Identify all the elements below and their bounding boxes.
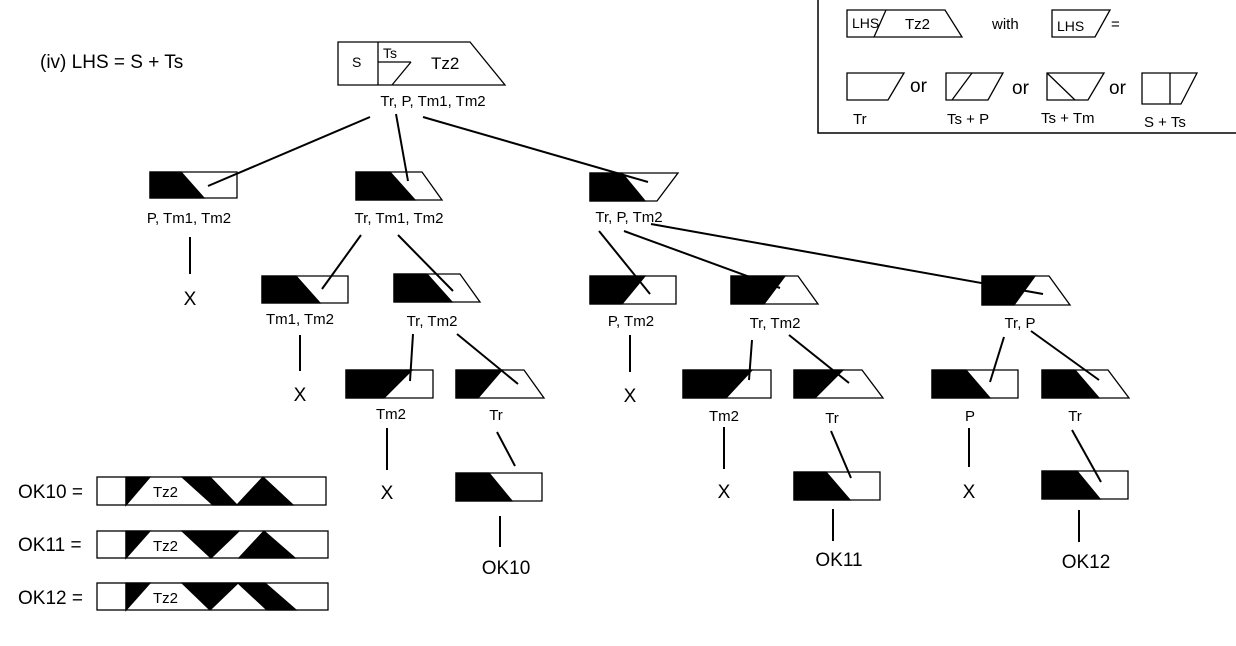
legend-or-2: or <box>1012 78 1030 99</box>
root-cell-tz2: Tz2 <box>431 54 459 73</box>
node-shape-n1 <box>149 171 238 199</box>
node-shape-n21 <box>261 275 349 304</box>
fail-mark-n321: X <box>718 482 731 503</box>
result-ok10: OK10 <box>482 558 531 579</box>
legend-s-ts-shape <box>1141 72 1199 105</box>
tree-edges <box>189 113 1102 547</box>
legend-option-tr: Tr <box>853 111 867 128</box>
node-shape-ok12 <box>1041 470 1129 500</box>
legend-lhs-shape <box>1051 9 1112 38</box>
node-shape-n332 <box>1041 369 1131 399</box>
definition-tz-ok12: Tz2 <box>153 590 178 607</box>
legend-or-1: or <box>910 76 928 97</box>
definition-label-ok11: OK11 = <box>18 535 82 556</box>
node-shape-n31 <box>589 275 677 305</box>
legend-ts-tm-shape <box>1046 72 1106 101</box>
node-shape-n22 <box>393 273 482 303</box>
legend-option-ts-tm: Ts + Tm <box>1041 110 1094 127</box>
fail-mark-n21: X <box>294 385 307 406</box>
node-label-n1: P, Tm1, Tm2 <box>147 210 231 227</box>
diagram-title: (iv) LHS = S + Ts <box>40 52 183 73</box>
definition-label-ok10: OK10 = <box>18 482 83 503</box>
node-label-n222: Tr <box>489 407 503 424</box>
node-shape-n32 <box>730 275 820 305</box>
node-label-n31: P, Tm2 <box>608 313 654 330</box>
legend-option-ts-p: Ts + P <box>947 111 989 128</box>
root-label: Tr, P, Tm1, Tm2 <box>380 93 485 110</box>
legend-with-text: with <box>991 16 1019 33</box>
node-shape-n33 <box>981 275 1072 306</box>
node-shape-n2 <box>355 171 444 201</box>
node-shape-n3 <box>589 172 680 202</box>
fail-mark-n331: X <box>963 482 976 503</box>
legend-option-s-ts: S + Ts <box>1144 114 1186 131</box>
definition-bar-ok11 <box>96 530 329 560</box>
node-shape-n331 <box>931 369 1019 399</box>
node-label-n32: Tr, Tm2 <box>750 315 801 332</box>
root-cell-s: S <box>352 54 361 70</box>
node-label-n332: Tr <box>1068 408 1082 425</box>
legend-panel <box>817 0 1236 134</box>
legend-ts-p-shape <box>945 72 1005 101</box>
node-shape-ok11 <box>793 471 881 501</box>
legend-equals: = <box>1111 16 1120 33</box>
legend-lhs-tz2-shape <box>846 9 964 38</box>
fail-mark-n31: X <box>624 386 637 407</box>
definition-bar-ok10 <box>96 476 327 507</box>
node-label-n321: Tm2 <box>709 408 739 425</box>
legend-lhs-label-2: LHS <box>1057 18 1084 34</box>
node-label-n21: Tm1, Tm2 <box>266 311 334 328</box>
node-label-n322: Tr <box>825 410 839 427</box>
legend-or-3: or <box>1109 78 1127 99</box>
result-ok12: OK12 <box>1062 552 1111 573</box>
node-shape-n321 <box>682 369 772 399</box>
fail-mark-n221: X <box>381 483 394 504</box>
node-label-n221: Tm2 <box>376 406 406 423</box>
root-cell-ts: Ts <box>383 45 397 61</box>
definition-bar-ok12 <box>96 582 329 612</box>
node-label-n2: Tr, Tm1, Tm2 <box>355 210 444 227</box>
definition-tz-ok10: Tz2 <box>153 484 178 501</box>
definition-tz-ok11: Tz2 <box>153 538 178 555</box>
node-label-n331: P <box>965 408 975 425</box>
node-shape-n222 <box>455 369 546 399</box>
node-label-n33: Tr, P <box>1004 315 1035 332</box>
legend-tz2-label: Tz2 <box>905 16 930 33</box>
node-shape-n221 <box>345 369 434 399</box>
result-ok11: OK11 <box>815 550 862 571</box>
node-shape-ok10 <box>455 472 543 502</box>
fail-mark-n1: X <box>184 289 197 310</box>
legend-tr-shape <box>846 72 906 101</box>
node-label-n22: Tr, Tm2 <box>407 313 458 330</box>
definition-label-ok12: OK12 = <box>18 588 83 609</box>
node-label-n3: Tr, P, Tm2 <box>595 209 662 226</box>
node-shape-n322 <box>793 369 885 399</box>
root-shape <box>337 41 507 86</box>
legend-lhs-label: LHS <box>852 15 879 31</box>
